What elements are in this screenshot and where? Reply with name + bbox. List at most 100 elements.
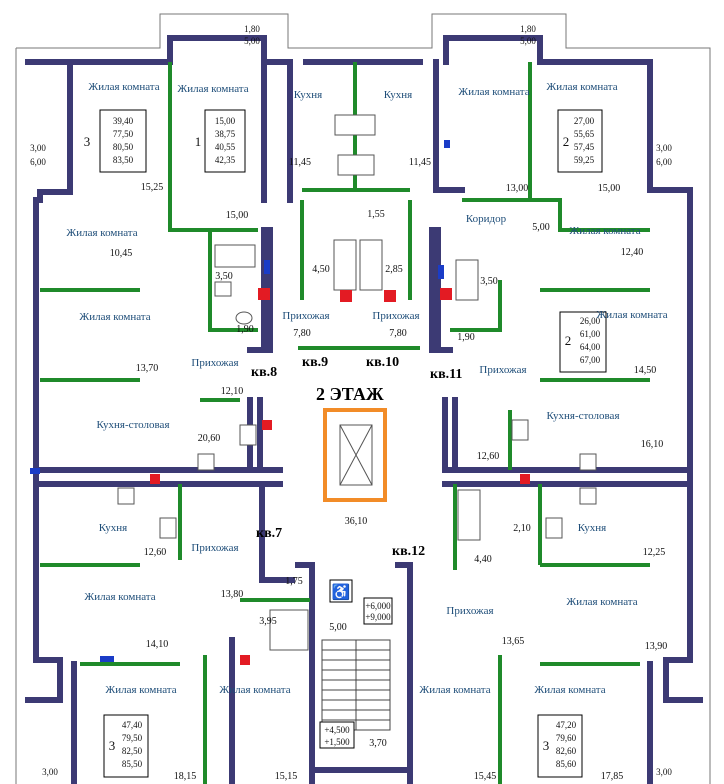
room-label: Прихожая xyxy=(191,542,238,554)
apt-label: кв.9 xyxy=(302,355,328,370)
table-value: 40,55 xyxy=(215,142,236,152)
room-label: Жилая комната xyxy=(569,225,640,237)
area-table-3: 2 27,00 55,65 57,45 59,25 xyxy=(557,109,603,173)
balcony-depth: 3,00 xyxy=(30,143,46,153)
table-rooms: 2 xyxy=(563,134,570,149)
room-area: 13,90 xyxy=(645,641,668,652)
table-value: 83,50 xyxy=(113,155,134,165)
room-area: 17,85 xyxy=(601,771,624,782)
table-value: 26,00 xyxy=(580,316,601,326)
room-area: 3,50 xyxy=(480,276,498,287)
room-label: Жилая комната xyxy=(84,591,155,603)
risers xyxy=(30,140,530,665)
room-area: 10,45 xyxy=(110,248,133,259)
elevator xyxy=(323,408,387,502)
balcony-length: 6,00 xyxy=(30,157,46,167)
room-label: Кухня xyxy=(578,522,606,534)
room-area: 15,00 xyxy=(226,210,249,221)
apt-label: кв.10 xyxy=(366,355,399,370)
balcony-depth: 3,00 xyxy=(42,767,58,777)
room-label: Кухня-столовая xyxy=(97,419,170,431)
room-area: 12,60 xyxy=(144,547,167,558)
room-label: Жилая комната xyxy=(458,86,529,98)
room-label: Жилая комната xyxy=(534,684,605,696)
area-table-5: 3 47,40 79,50 82,50 85,50 xyxy=(103,714,149,778)
room-area: 1,55 xyxy=(367,209,385,220)
room-label: Кухня xyxy=(294,89,322,101)
room-label: Прихожая xyxy=(191,357,238,369)
room-area: 5,00 xyxy=(532,222,550,233)
area-table-2: 1 15,00 38,75 40,55 42,35 xyxy=(195,109,246,173)
table-value: 77,50 xyxy=(113,129,134,139)
room-label: Кухня xyxy=(99,522,127,534)
level-marks: +6,000 +9,000 +4,500 +1,500 xyxy=(319,597,393,749)
room-label: Жилая комната xyxy=(88,81,159,93)
room-labels: Жилая комната Жилая комната Кухня Кухня … xyxy=(66,81,667,696)
area-table-4: 2 26,00 61,00 64,00 67,00 xyxy=(559,311,607,373)
room-label: Коридор xyxy=(466,213,507,225)
room-area: 13,65 xyxy=(502,636,525,647)
table-rooms: 3 xyxy=(84,134,91,149)
room-area: 4,50 xyxy=(312,264,330,275)
table-value: 57,45 xyxy=(574,142,595,152)
room-label: Кухня xyxy=(384,89,412,101)
table-value: 79,50 xyxy=(122,733,143,743)
table-value: 27,00 xyxy=(574,116,595,126)
area-table-6: 3 47,20 79,60 82,60 85,60 xyxy=(537,714,583,778)
room-label: Жилая комната xyxy=(596,309,667,321)
level-upper: +6,000 xyxy=(365,601,391,611)
table-value: 85,60 xyxy=(556,759,577,769)
level-upper: +9,000 xyxy=(365,612,391,622)
room-area: 16,10 xyxy=(641,439,664,450)
wheelchair-icon: ♿ xyxy=(329,579,353,603)
room-area: 11,45 xyxy=(289,157,311,168)
room-label: Жилая комната xyxy=(546,81,617,93)
table-value: 82,60 xyxy=(556,746,577,756)
room-area: 11,45 xyxy=(409,157,431,168)
balcony-labels: 1,80 5,00 1,80 5,00 3,00 6,00 3,00 6,00 … xyxy=(30,24,672,777)
room-label: Жилая комната xyxy=(66,227,137,239)
level-lower: +4,500 xyxy=(324,725,350,735)
room-area: 12,10 xyxy=(221,386,244,397)
room-area: 4,40 xyxy=(474,554,492,565)
balcony-depth: 3,00 xyxy=(656,143,672,153)
balcony-length: 5,00 xyxy=(520,36,536,46)
room-area: 12,40 xyxy=(621,247,644,258)
room-area: 15,00 xyxy=(598,183,621,194)
balcony-length: 6,00 xyxy=(656,157,672,167)
table-value: 39,40 xyxy=(113,116,134,126)
apt-label: кв.12 xyxy=(392,544,425,559)
balcony-depth: 3,00 xyxy=(656,767,672,777)
balcony-length: 5,00 xyxy=(244,36,260,46)
floor-title: 2 ЭТАЖ xyxy=(316,384,384,404)
table-value: 47,40 xyxy=(122,720,143,730)
table-value: 15,00 xyxy=(215,116,236,126)
table-value: 85,50 xyxy=(122,759,143,769)
room-area: 12,60 xyxy=(477,451,500,462)
fixtures xyxy=(117,114,597,651)
room-area: 15,25 xyxy=(141,182,164,193)
room-area: 13,00 xyxy=(506,183,529,194)
room-label: Жилая комната xyxy=(177,83,248,95)
table-rooms: 2 xyxy=(565,333,572,348)
apt-label: кв.11 xyxy=(430,367,462,382)
table-value: 64,00 xyxy=(580,342,601,352)
room-area: 12,25 xyxy=(643,547,666,558)
room-area: 13,80 xyxy=(221,589,244,600)
room-area: 7,80 xyxy=(293,328,311,339)
apt-label: кв.8 xyxy=(251,365,277,380)
room-area: 3,70 xyxy=(369,738,387,749)
apartment-labels: кв.8 кв.9 кв.10 кв.11 кв.7 кв.12 2 ЭТАЖ xyxy=(251,355,462,559)
room-area: 1,75 xyxy=(285,576,303,587)
table-value: 38,75 xyxy=(215,129,236,139)
room-area: 5,00 xyxy=(329,622,347,633)
room-area: 14,50 xyxy=(634,365,657,376)
room-area: 15,45 xyxy=(474,771,497,782)
room-area: 14,10 xyxy=(146,639,169,650)
room-label: Жилая комната xyxy=(566,596,637,608)
table-rooms: 1 xyxy=(195,134,202,149)
room-label: Прихожая xyxy=(282,310,329,322)
level-lower: +1,500 xyxy=(324,737,350,747)
room-label: Жилая комната xyxy=(105,684,176,696)
